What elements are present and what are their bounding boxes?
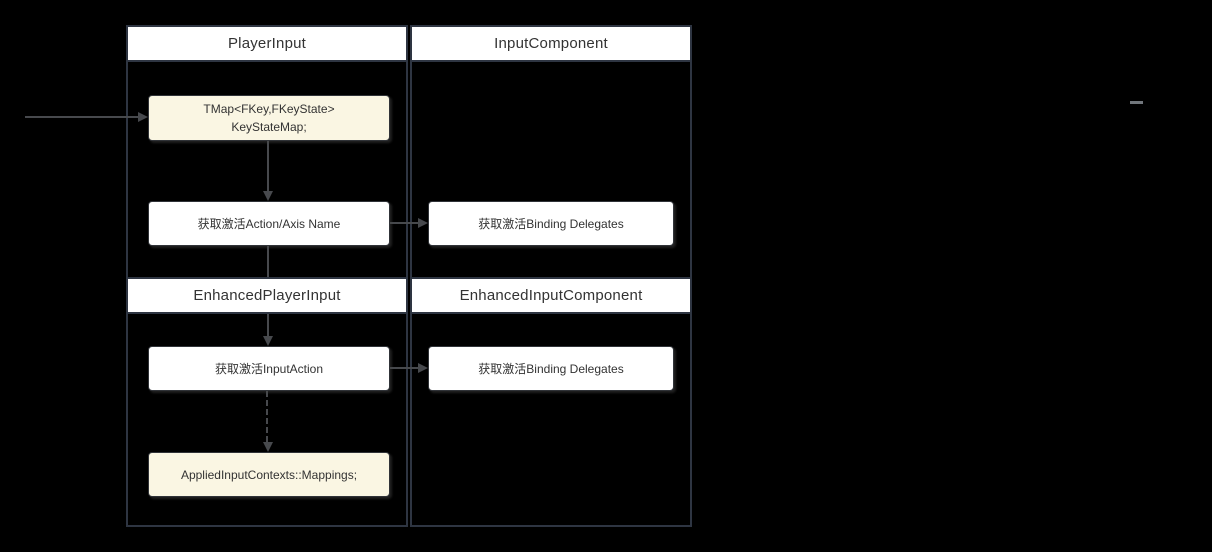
lane-header-label: EnhancedInputComponent [459,287,643,304]
lane-header-label: InputComponent [494,35,608,52]
edge-inputaction-to-bindingdelegates-line [390,367,418,369]
edge-external-to-keystatemap-line [25,116,138,118]
lane-header-player-input: PlayerInput [126,25,408,62]
edge-keystatemap-to-actionaxis-arrowhead [263,191,273,201]
node-label: 获取激活Action/Axis Name [197,216,341,231]
node-get-active-binding-delegates-enhanced: 获取激活Binding Delegates [428,346,674,391]
lane-header-enhanced-player-input: EnhancedPlayerInput [126,277,408,314]
node-label: 获取激活Binding Delegates [478,361,624,376]
node-get-active-input-action: 获取激活InputAction [148,346,390,391]
edge-inputaction-to-appliedcontexts-line [266,391,268,442]
node-applied-input-contexts: AppliedInputContexts::Mappings; [148,452,390,497]
lane-header-input-component: InputComponent [410,25,692,62]
lane-input-component-column [410,25,692,527]
lane-header-label: EnhancedPlayerInput [193,287,341,304]
edge-actionaxis-to-bindingdelegates-arrowhead [418,218,428,228]
node-label: AppliedInputContexts::Mappings; [180,467,358,482]
edge-keystatemap-to-actionaxis-line [267,141,269,192]
lane-header-label: PlayerInput [227,35,307,52]
edge-external-to-keystatemap-arrowhead [138,112,148,122]
edge-actionaxis-to-inputaction-arrowhead [263,336,273,346]
node-label: 获取激活InputAction [214,361,324,376]
node-get-active-action-axis-name: 获取激活Action/Axis Name [148,201,390,246]
stray-dash-artifact [1130,101,1143,104]
node-get-active-binding-delegates-input: 获取激活Binding Delegates [428,201,674,246]
lane-header-enhanced-input-component: EnhancedInputComponent [410,277,692,314]
edge-inputaction-to-appliedcontexts-arrowhead [263,442,273,452]
node-label-line: TMap<FKey,FKeyState> [203,102,335,116]
edge-inputaction-to-bindingdelegates-arrowhead [418,363,428,373]
edge-actionaxis-to-bindingdelegates-line [390,222,418,224]
node-label-line: KeyStateMap; [231,120,307,134]
node-key-state-map: TMap<FKey,FKeyState> KeyStateMap; [148,95,390,141]
node-label: 获取激活Binding Delegates [478,216,624,231]
